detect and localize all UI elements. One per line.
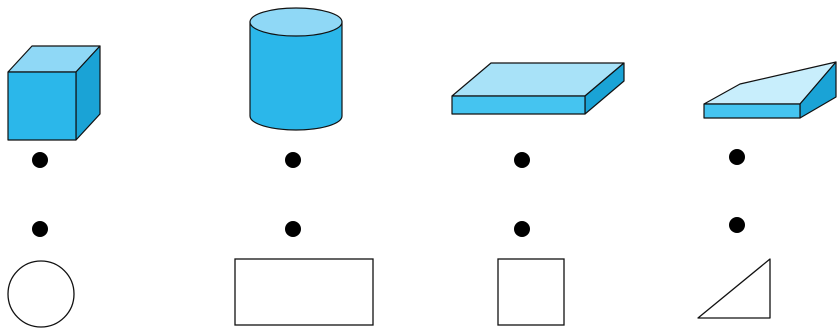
triangle-shape-icon — [697, 258, 771, 319]
cylinder-top-face — [249, 7, 343, 37]
flat-box-front-face — [451, 95, 586, 115]
dot-circle[interactable] — [32, 221, 48, 237]
cylinder-icon — [249, 7, 343, 131]
dot-square[interactable] — [514, 221, 530, 237]
dot-cube[interactable] — [32, 152, 48, 168]
prism-front-face — [703, 103, 801, 119]
cylinder-body — [249, 21, 343, 131]
rectangle-shape-icon — [234, 258, 374, 326]
dot-cylinder[interactable] — [285, 152, 301, 168]
cube-front-face — [7, 71, 77, 141]
flat-box-icon — [451, 62, 625, 115]
square-shape-icon — [497, 258, 565, 326]
cube-icon — [7, 45, 101, 141]
dot-triangle[interactable] — [729, 217, 745, 233]
triangular-prism-icon — [703, 61, 837, 119]
dot-rectangle[interactable] — [285, 221, 301, 237]
circle-shape-icon — [7, 260, 75, 328]
dot-flat-box[interactable] — [514, 152, 530, 168]
dot-prism[interactable] — [729, 149, 745, 165]
